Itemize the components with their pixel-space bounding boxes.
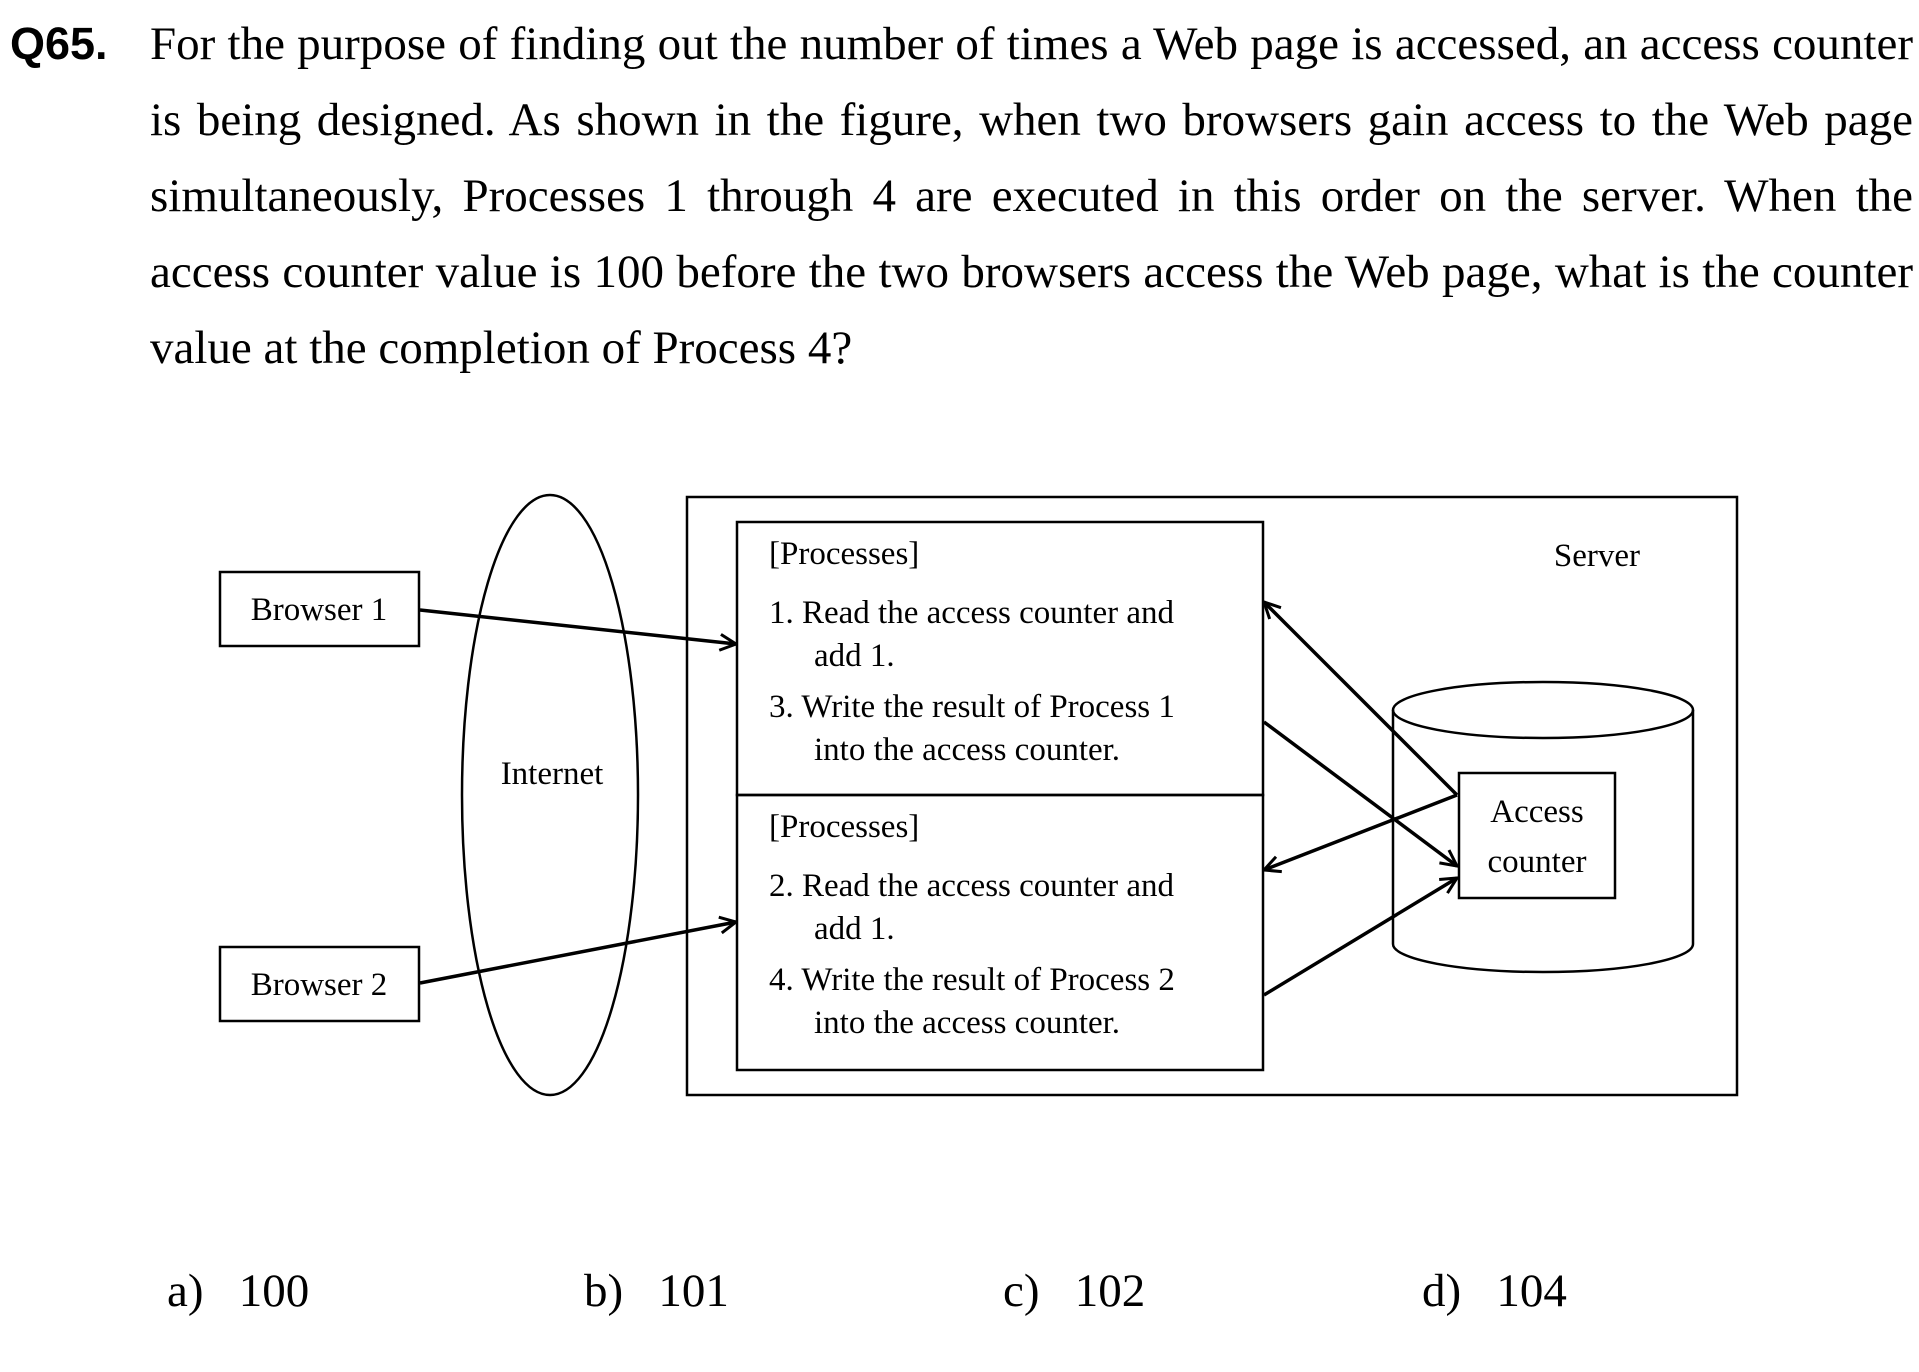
- answer-option-c[interactable]: c) 102: [956, 1210, 1145, 1372]
- internet-label: Internet: [501, 756, 604, 792]
- access-counter-diagram: Browser 1 Browser 2 Internet Server [Pro…: [218, 493, 1739, 1097]
- browser-2-label: Browser 2: [251, 967, 388, 1003]
- browser-1-label: Browser 1: [251, 592, 388, 628]
- process-step-4-line-1: 4. Write the result of Process 2: [769, 962, 1175, 998]
- answer-value: 104: [1496, 1265, 1567, 1317]
- browser-2-box: [218, 945, 421, 1023]
- read-arrow-process-1: [1264, 602, 1459, 797]
- process-step-4-line-2: into the access counter.: [814, 1005, 1120, 1041]
- access-counter-label-line-1: Access: [1490, 794, 1583, 830]
- answer-value: 102: [1074, 1265, 1146, 1317]
- write-arrow-process-4: [1263, 878, 1457, 997]
- browser-1-arrow: [419, 608, 736, 644]
- process-box-1-heading: [Processes]: [769, 536, 919, 572]
- access-counter-label-line-2: counter: [1488, 844, 1587, 880]
- database-cylinder: [1391, 680, 1695, 974]
- question-text: For the purpose of finding out the numbe…: [150, 18, 1913, 374]
- answer-label: c): [1003, 1265, 1040, 1317]
- answer-options: a) 100 b) 101 c) 102 d) 104: [0, 1210, 1919, 1317]
- answer-value: 101: [658, 1265, 729, 1317]
- answer-label: b): [584, 1265, 624, 1317]
- process-box-2-heading: [Processes]: [769, 809, 919, 845]
- browser-1-box: [218, 570, 421, 648]
- read-arrow-process-2: [1264, 793, 1458, 870]
- answer-option-d[interactable]: d) 104: [1375, 1210, 1567, 1372]
- server-label: Server: [1554, 538, 1640, 574]
- server-box: [685, 495, 1739, 1097]
- process-step-1-line-1: 1. Read the access counter and: [769, 595, 1174, 631]
- answer-label: d): [1422, 1265, 1462, 1317]
- answer-option-a[interactable]: a) 100: [120, 1210, 309, 1372]
- process-step-2-line-2: add 1.: [814, 911, 895, 947]
- process-step-3-line-1: 3. Write the result of Process 1: [769, 689, 1175, 725]
- browser-2-arrow: [419, 922, 736, 985]
- write-arrow-process-3: [1262, 720, 1457, 866]
- internet-ellipse: [460, 493, 640, 1097]
- question-number: Q65.: [10, 18, 108, 69]
- process-step-3-line-2: into the access counter.: [814, 732, 1120, 768]
- process-step-2-line-1: 2. Read the access counter and: [769, 868, 1174, 904]
- access-counter-box: [1457, 771, 1617, 900]
- answer-label: a): [167, 1265, 204, 1317]
- answer-value: 100: [238, 1265, 310, 1317]
- answer-option-b[interactable]: b) 101: [537, 1210, 729, 1372]
- process-step-1-line-2: add 1.: [814, 638, 895, 674]
